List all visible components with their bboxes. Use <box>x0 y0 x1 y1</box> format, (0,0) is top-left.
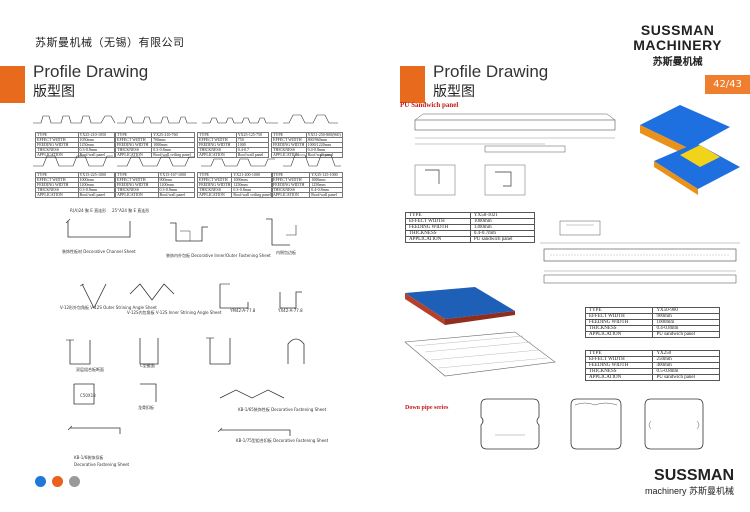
roof-profile-drawings-row1 <box>33 114 338 124</box>
table-cell: APPLICATION <box>270 192 311 198</box>
orange-dot <box>52 476 63 487</box>
table-cell: APPLICATION <box>115 192 159 198</box>
metal-panel-photo <box>405 287 515 325</box>
pu-panel-drawing <box>414 113 616 153</box>
table-cell: Roof/wall panel <box>157 192 196 198</box>
table-cell: APPLICATION <box>584 374 654 381</box>
down-pipe-label: Down pipe series <box>405 405 449 411</box>
right-page: SUSSMAN MACHINERY 苏斯曼机械 Profile Drawing … <box>375 0 750 512</box>
gray-dot <box>69 476 80 487</box>
caption-z-section: C型截面 <box>140 363 155 368</box>
section-heading: Profile Drawing 版型图 <box>433 63 548 101</box>
kb-drawings <box>67 425 291 436</box>
page-number: 42/43 <box>705 75 750 94</box>
c-section-drawings <box>73 383 285 405</box>
caption-keel-sheet: 龙骨扣板 <box>138 405 154 410</box>
joint-details <box>414 164 526 196</box>
footer-brand: SUSSMAN machinery 苏斯曼机械 <box>645 468 734 497</box>
section-subtitle: 版型图 <box>33 84 75 100</box>
table-cell: Roof/wall panel <box>235 152 270 158</box>
footer-brand-line1: SUSSMAN <box>654 467 735 484</box>
pu-panel-photo <box>640 105 740 195</box>
caption-angle-b: 25°A24 聚 E 直连形 <box>112 208 150 213</box>
footer-brand-line2: machinery 苏斯曼机械 <box>645 486 735 496</box>
table-cell: APPLICATION <box>196 192 233 198</box>
caption-kb-fastening: KB-1/65装饰性板 Decorative Fastening Sheet <box>238 407 327 412</box>
caption-outer-angle: V-12形外包角板 V-12S Outer Strining Angle She… <box>60 305 157 310</box>
section-marker <box>0 66 25 103</box>
section-title: Profile Drawing <box>33 62 149 81</box>
brand-line3: 苏斯曼机械 <box>652 57 703 68</box>
brand-line2: MACHINERY <box>633 37 722 53</box>
caption-kb-decor: KB-1/75型组合扣板 Decorative Fastening Sheet <box>236 438 329 443</box>
caption-ym: YM42-A-77.8 <box>230 308 256 313</box>
caption-channel-sheet: 装饰性板材 Decorative Channel Sheet <box>62 249 136 254</box>
section-subtitle: 版型图 <box>433 84 475 100</box>
caption-yx42: YX42-A-77.8 <box>278 308 303 313</box>
table-cell: APPLICATION <box>584 331 654 338</box>
company-name: 苏斯曼机械（无锡）有限公司 <box>35 36 185 49</box>
caption-decorative-fastening: Decorative Fastening Sheet <box>74 462 130 467</box>
table-cell: APPLICATION <box>405 236 471 243</box>
section-drawings <box>66 337 305 365</box>
table-cell: Roof/wall panel <box>77 192 116 198</box>
pu-sandwich-label: PU Sandwich panel <box>400 101 459 109</box>
long-panel-drawings <box>540 220 740 284</box>
table-cell: PU sandwich panel <box>469 236 536 243</box>
caption-double-layer: 双层组合板断面 <box>76 367 104 372</box>
caption-c-x18: C50X18 <box>80 393 96 398</box>
section-marker <box>400 66 425 103</box>
trim-drawings-row1 <box>65 218 297 246</box>
brand-line1: SUSSMAN <box>640 22 715 38</box>
roof-profile-drawings-row2 <box>33 154 341 167</box>
brand-logo: SUSSMAN MACHINERY 苏斯曼机械 <box>633 22 722 68</box>
section-title: Profile Drawing <box>433 62 549 81</box>
table-cell: Roof/wall ceiling panel <box>151 152 195 158</box>
table-cell: Roof/wall panel <box>77 152 116 158</box>
table-cell: Roof/wall ceiling panel <box>231 192 273 198</box>
table-cell: APPLICATION <box>35 192 79 198</box>
corrugated-sheet-drawing <box>404 331 556 377</box>
caption-kb-sheet: KB-1/6装饰扣板 <box>74 455 104 460</box>
section-heading: Profile Drawing 版型图 <box>33 63 148 101</box>
caption-fastening-sheet: 装饰内外包板 Decorative Inner/Outer Fastening … <box>166 253 271 258</box>
angle-drawings <box>79 283 302 309</box>
table-cell: PU sandwich panel <box>652 374 720 381</box>
table-cell: PU sandwich panel <box>652 331 720 338</box>
caption-angle-a: R(A)24 聚 E 直连形 <box>70 208 107 213</box>
blue-dot <box>35 476 46 487</box>
caption-inner-angle: V-12S内包角板 V-12S Inner Strining Angle She… <box>127 310 222 315</box>
table-cell: Roof/wall panel <box>309 192 343 198</box>
down-pipe-drawings <box>480 398 704 450</box>
caption-inner-corner: 内侧包边板 <box>276 250 296 255</box>
